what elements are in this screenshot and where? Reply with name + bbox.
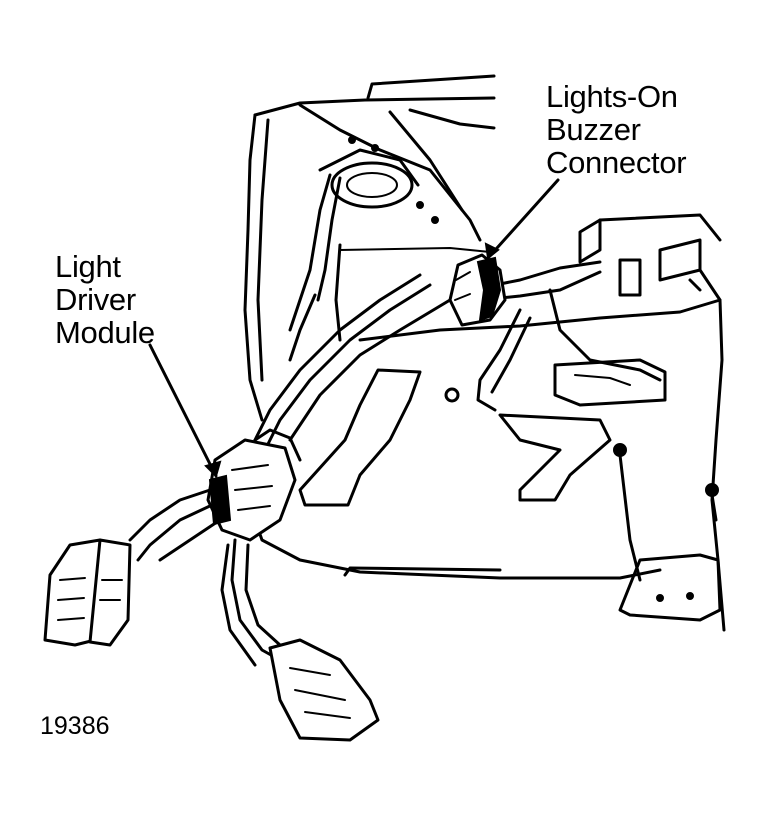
relay-bracket [553,358,722,622]
module-leader-line [148,343,218,478]
lower-harness-wires [128,488,282,667]
buzzer-callout-line-2: Buzzer [546,112,641,147]
leader-lines [148,178,560,478]
left-connector-blocks [43,538,132,647]
light-driver-module-part [206,428,302,542]
buzzer-connector-part [444,253,507,403]
light-driver-module-callout: Light Driver Module [55,250,155,349]
upper-harness-wires [253,173,662,452]
buzzer-connector-callout: Lights-On Buzzer Connector [546,79,687,180]
module-leader-arrowhead [204,460,222,478]
module-callout-line-2: Driver [55,282,136,317]
buzzer-leader-line [486,178,560,260]
buzzer-callout-line-1: Lights-On [546,79,678,114]
figure-number: 19386 [40,712,110,740]
duct-assembly [318,136,439,224]
bottom-connector-block [268,638,380,742]
buzzer-leader-arrowhead [484,242,500,260]
module-callout-line-3: Module [55,315,155,350]
floor-panel-cutout [298,368,612,507]
module-callout-line-1: Light [55,249,121,284]
buzzer-callout-line-3: Connector [546,145,687,180]
